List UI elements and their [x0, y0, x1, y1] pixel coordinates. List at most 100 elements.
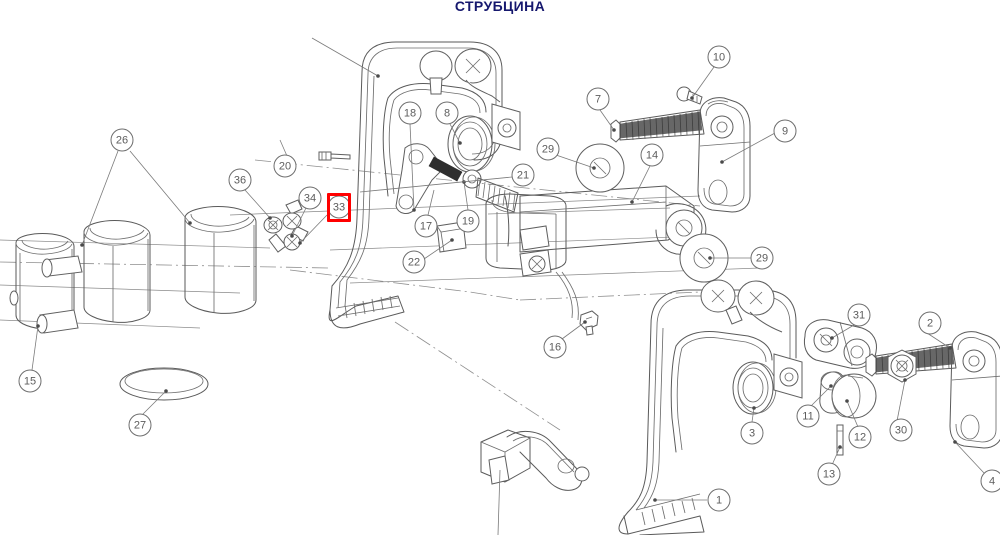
callout-9[interactable]: 9	[773, 119, 797, 143]
callout-circle[interactable]	[128, 413, 152, 437]
callout-circle[interactable]	[980, 469, 1000, 493]
callout-circle[interactable]	[18, 369, 42, 393]
callout-circle[interactable]	[707, 488, 731, 512]
part-link-plate-lower	[803, 319, 877, 369]
callout-label: 16	[549, 342, 561, 354]
callout-14[interactable]: 14	[640, 143, 664, 167]
part-pin-bolt-upper	[676, 86, 703, 105]
callout-label: 30	[895, 425, 907, 437]
callout-33[interactable]: 33	[327, 195, 351, 219]
part-swivel-foot	[480, 429, 590, 491]
callout-29[interactable]: 29	[750, 246, 774, 270]
callout-15[interactable]: 15	[18, 369, 42, 393]
callout-circle[interactable]	[398, 101, 422, 125]
callout-label: 1	[716, 495, 722, 507]
callout-36[interactable]: 36	[228, 168, 252, 192]
callout-13[interactable]: 13	[817, 462, 841, 486]
callout-10[interactable]: 10	[707, 45, 731, 69]
callout-label: 21	[517, 170, 529, 182]
callout-circle[interactable]	[847, 303, 871, 327]
part-link-plate-upper	[697, 97, 751, 213]
callout-circle[interactable]	[543, 335, 567, 359]
callout-circle[interactable]	[456, 209, 480, 233]
part-pipe-collar-left	[9, 233, 83, 334]
callout-20[interactable]: 20	[273, 154, 297, 178]
part-link-plate-end	[949, 331, 1000, 449]
callout-circle[interactable]	[228, 168, 252, 192]
callout-3[interactable]: 3	[740, 421, 764, 445]
callout-label: 2	[927, 318, 933, 330]
callout-34[interactable]: 34	[298, 186, 322, 210]
part-pipe-collar-mid	[83, 220, 151, 323]
callout-label: 12	[854, 432, 866, 444]
callout-circle[interactable]	[435, 101, 459, 125]
callout-label: 29	[542, 144, 554, 156]
part-set-screw	[318, 151, 351, 161]
page-title: СТРУБЦИНА	[454, 0, 546, 14]
callout-19[interactable]: 19	[456, 209, 480, 233]
callout-circle[interactable]	[918, 311, 942, 335]
callout-circle[interactable]	[817, 462, 841, 486]
callout-label: 3	[749, 428, 755, 440]
callout-30[interactable]: 30	[889, 418, 913, 442]
callout-2[interactable]: 2	[918, 311, 942, 335]
part-o-ring-seal	[119, 367, 209, 401]
callout-label: 7	[595, 94, 601, 106]
callout-1[interactable]: 1	[707, 488, 731, 512]
callout-circle[interactable]	[640, 143, 664, 167]
callout-16[interactable]: 16	[543, 335, 567, 359]
callout-label: 18	[404, 108, 416, 120]
callout-8[interactable]: 8	[435, 101, 459, 125]
callout-label: 26	[116, 135, 128, 147]
callout-label: 19	[462, 216, 474, 228]
callout-circle[interactable]	[402, 250, 426, 274]
callout-label: 27	[134, 420, 146, 432]
callout-21[interactable]: 21	[511, 163, 535, 187]
callout-11[interactable]: 11	[796, 404, 820, 428]
part-clamp-frame-lower	[618, 279, 803, 535]
callout-label: 4	[989, 476, 995, 488]
part-pipe-collar-right	[184, 206, 257, 314]
callout-circle[interactable]	[796, 404, 820, 428]
callout-label: 22	[408, 257, 420, 269]
callout-17[interactable]: 17	[414, 214, 438, 238]
callout-circle[interactable]	[298, 186, 322, 210]
callout-18[interactable]: 18	[398, 101, 422, 125]
part-clamp-frame-upper	[328, 41, 579, 329]
callout-circle[interactable]	[414, 214, 438, 238]
callout-27[interactable]: 27	[128, 413, 152, 437]
callout-31[interactable]: 31	[847, 303, 871, 327]
callout-circle[interactable]	[773, 119, 797, 143]
callout-26[interactable]: 26	[110, 128, 134, 152]
callout-circle[interactable]	[740, 421, 764, 445]
callout-label: 10	[713, 52, 725, 64]
callout-12[interactable]: 12	[848, 425, 872, 449]
callout-label: 13	[823, 469, 835, 481]
callout-circle[interactable]	[536, 137, 560, 161]
callout-22[interactable]: 22	[402, 250, 426, 274]
callout-label: 34	[304, 193, 316, 205]
leader-lines	[31, 37, 985, 535]
callout-circle[interactable]	[707, 45, 731, 69]
callout-label: 14	[646, 150, 658, 162]
callout-label: 11	[802, 411, 813, 423]
callout-label: 33	[333, 202, 345, 214]
callout-7[interactable]: 7	[586, 87, 610, 111]
callout-label: 20	[279, 161, 291, 173]
callout-4[interactable]: 4	[980, 469, 1000, 493]
callout-29[interactable]: 29	[536, 137, 560, 161]
part-bolt-small	[579, 310, 599, 336]
callout-circle[interactable]	[889, 418, 913, 442]
callout-circle[interactable]	[750, 246, 774, 270]
callout-circle[interactable]	[586, 87, 610, 111]
part-spring-rod-upper	[610, 109, 705, 143]
callout-circle[interactable]	[848, 425, 872, 449]
callout-circle[interactable]	[273, 154, 297, 178]
callout-circle[interactable]	[511, 163, 535, 187]
callout-label: 31	[853, 310, 865, 322]
part-wing-nut-assembly	[263, 199, 309, 253]
callout-circle[interactable]	[110, 128, 134, 152]
